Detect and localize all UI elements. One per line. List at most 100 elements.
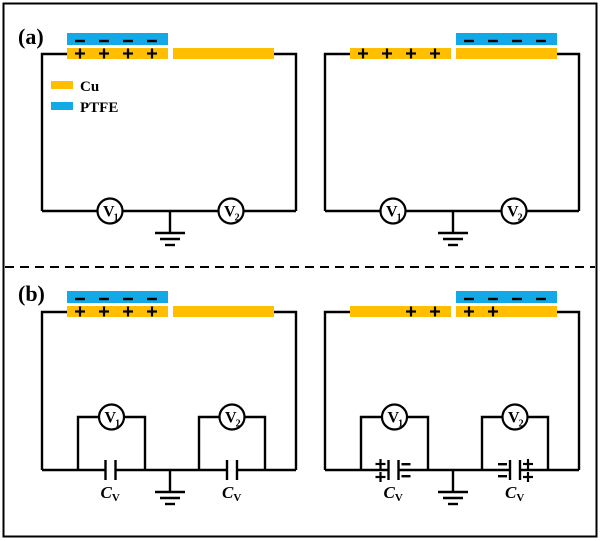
cap-positive-charge bbox=[523, 472, 533, 482]
plus-v bbox=[150, 48, 154, 59]
plus-v bbox=[526, 459, 530, 469]
ptfe-negative-charge bbox=[123, 39, 133, 43]
wire-right bbox=[274, 52, 298, 211]
wire-right bbox=[557, 52, 581, 211]
ptfe-negative-charge bbox=[488, 39, 498, 43]
plus-v bbox=[379, 472, 382, 482]
plus-v bbox=[150, 306, 154, 317]
cu-positive-charge bbox=[147, 48, 157, 59]
voltmeter-circle bbox=[501, 403, 529, 431]
plus-v bbox=[433, 48, 437, 59]
capacitor bbox=[225, 460, 239, 480]
cu-positive-charge bbox=[147, 306, 157, 317]
ptfe-negative-charge bbox=[123, 297, 133, 301]
ptfe-negative-charge bbox=[536, 39, 546, 43]
cap-positive-charge bbox=[523, 459, 533, 469]
cu-positive-charge bbox=[358, 48, 368, 59]
cu-positive-charge bbox=[75, 48, 85, 59]
wire-left bbox=[323, 52, 350, 211]
cu-electrode-right bbox=[173, 306, 274, 317]
plus-v bbox=[102, 306, 106, 317]
ground-symbol bbox=[438, 470, 468, 506]
voltmeter-v2: V2 bbox=[218, 403, 246, 431]
plus-v bbox=[102, 48, 106, 59]
wire-left bbox=[40, 52, 67, 211]
cu-electrode-right bbox=[456, 48, 557, 59]
voltmeter-v1: V1 bbox=[97, 403, 126, 431]
legend: Cu PTFE bbox=[51, 79, 118, 116]
plus-v bbox=[78, 306, 82, 317]
voltmeter-v1: V1 bbox=[380, 403, 409, 431]
cu-positive-charge bbox=[99, 48, 109, 59]
voltmeter-v2: V2 bbox=[501, 403, 529, 431]
cap-negative-charge bbox=[401, 475, 411, 478]
ptfe-negative-charge bbox=[75, 297, 85, 301]
cu-electrode-right bbox=[456, 306, 557, 317]
ground-symbol bbox=[155, 211, 185, 247]
panel-label-b: (b) bbox=[18, 281, 45, 306]
wire-left bbox=[323, 310, 350, 470]
capacitor-1-charges bbox=[375, 459, 411, 482]
cu-positive-charge bbox=[123, 48, 133, 59]
capacitor-gap bbox=[105, 467, 116, 473]
plus-v bbox=[126, 48, 130, 59]
capacitor-label: CV bbox=[222, 483, 241, 504]
ptfe-negative-charge bbox=[75, 39, 85, 43]
ptfe-negative-charge bbox=[99, 297, 109, 301]
panel-label-a: (a) bbox=[18, 24, 44, 49]
cu-positive-charge bbox=[406, 306, 416, 317]
plus-v bbox=[433, 306, 437, 317]
voltmeter-v1: V1 bbox=[96, 197, 124, 225]
voltmeter-circle bbox=[217, 197, 245, 225]
voltmeter-circle bbox=[379, 197, 407, 225]
voltmeter-circle bbox=[380, 403, 409, 431]
legend-label-cu: Cu bbox=[80, 79, 99, 95]
voltmeter-label: V1 bbox=[105, 410, 121, 430]
capacitor bbox=[104, 460, 117, 480]
capacitor bbox=[387, 460, 400, 480]
voltmeter-circle bbox=[96, 197, 124, 225]
capacitor-label: CV bbox=[384, 483, 403, 504]
plus-v bbox=[379, 459, 382, 469]
voltmeter-label: V1 bbox=[103, 204, 119, 224]
capacitor-label: CV bbox=[505, 483, 524, 504]
ptfe-negative-charge bbox=[488, 297, 498, 301]
plus-v bbox=[526, 472, 530, 482]
plus-v bbox=[491, 306, 495, 317]
cu-positive-charge bbox=[406, 48, 416, 59]
cu-positive-charge bbox=[430, 48, 440, 59]
voltmeter-label: V2 bbox=[507, 204, 523, 224]
cap-negative-charge bbox=[498, 475, 507, 478]
cu-positive-charge bbox=[430, 306, 440, 317]
ptfe-negative-charge bbox=[464, 297, 474, 301]
plus-v bbox=[385, 48, 389, 59]
cap-positive-charge bbox=[375, 459, 386, 469]
cap-negative-charge bbox=[498, 463, 507, 466]
wire-right bbox=[557, 310, 581, 470]
ground-symbol bbox=[438, 211, 468, 247]
ptfe-layer bbox=[456, 291, 557, 303]
ptfe-negative-charge bbox=[147, 297, 157, 301]
ptfe-negative-charge bbox=[464, 39, 474, 43]
plus-v bbox=[409, 306, 413, 317]
cu-positive-charge bbox=[488, 306, 498, 317]
wire-left bbox=[40, 310, 67, 470]
voltmeter-v2: V2 bbox=[500, 197, 528, 225]
ptfe-layer bbox=[67, 291, 168, 303]
ptfe-layer bbox=[67, 33, 168, 45]
voltmeter-label: V1 bbox=[386, 204, 402, 224]
ptfe-negative-charge bbox=[147, 39, 157, 43]
cu-electrode-left bbox=[67, 306, 168, 317]
voltmeter-v1: V1 bbox=[379, 197, 407, 225]
plus-v bbox=[78, 48, 82, 59]
plus-v bbox=[467, 306, 471, 317]
ptfe-negative-charge bbox=[512, 297, 522, 301]
plus-v bbox=[126, 306, 130, 317]
cu-positive-charge bbox=[75, 306, 85, 317]
cu-positive-charge bbox=[99, 306, 109, 317]
voltmeter-label: V2 bbox=[508, 410, 524, 430]
